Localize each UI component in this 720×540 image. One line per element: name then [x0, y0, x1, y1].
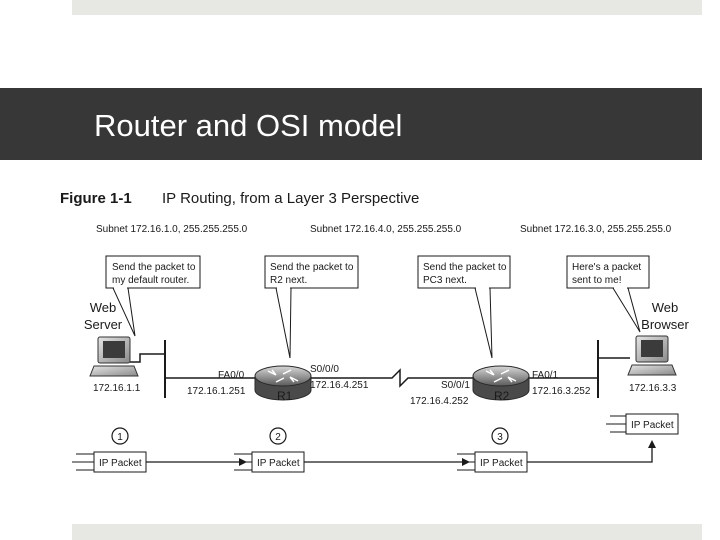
ip-packet-1-label: IP Packet [99, 458, 142, 469]
callout-r2-line-1: Send the packet to [423, 262, 507, 273]
r2-if-right: FA0/1 [532, 370, 559, 381]
bottom-decor-strip [72, 524, 702, 540]
ip-packet-2: IP Packet [230, 451, 305, 473]
web-browser-pc-icon [627, 335, 677, 376]
callout-r2-line-2: PC3 next. [423, 275, 467, 286]
web-server-ip: 172.16.1.1 [93, 383, 141, 394]
callout-r1-line-2: R2 next. [270, 275, 307, 286]
subnet-label-1: Subnet 172.16.1.0, 255.255.255.0 [96, 224, 248, 235]
ip-packet-3: IP Packet [453, 451, 528, 473]
step-1-number: 1 [117, 432, 123, 443]
web-browser-ip: 172.16.3.3 [629, 383, 677, 394]
callout-browser: Here's a packet sent to me! [566, 255, 650, 333]
callout-web-server-line-2: my default router. [112, 275, 189, 286]
callout-r2: Send the packet to PC3 next. [417, 255, 511, 359]
web-browser-label-2: Browser [641, 317, 689, 332]
title-band [0, 88, 702, 160]
callout-web-server-line-1: Send the packet to [112, 262, 196, 273]
step-3-marker: 3 [491, 427, 509, 445]
router-r1-name: R1 [277, 389, 293, 403]
ip-packet-1: IP Packet [72, 451, 147, 473]
flow-arrow-3 [527, 442, 653, 463]
step-2-number: 2 [275, 432, 281, 443]
ip-packet-2-label: IP Packet [257, 458, 300, 469]
flow-arrow-3-head [648, 440, 656, 448]
router-r2-icon [472, 365, 530, 401]
server-drop-cable [130, 353, 165, 363]
top-decor-strip [72, 0, 702, 15]
web-browser-label-1: Web [652, 300, 679, 315]
callout-browser-line-1: Here's a packet [572, 262, 641, 273]
callout-browser-line-2: sent to me! [572, 275, 621, 286]
step-2-marker: 2 [269, 427, 287, 445]
callout-web-server: Send the packet to my default router. [105, 255, 201, 337]
ip-packet-4: IP Packet [606, 413, 679, 435]
routing-figure: Figure 1-1 IP Routing, from a Layer 3 Pe… [60, 190, 690, 473]
web-server-label-1: Web [90, 300, 117, 315]
callout-r1-line-1: Send the packet to [270, 262, 354, 273]
r1-ip-right: 172.16.4.251 [310, 380, 369, 391]
step-1-marker: 1 [111, 427, 129, 445]
serial-link [307, 368, 478, 388]
ip-packet-3-label: IP Packet [480, 458, 523, 469]
router-r2-name: R2 [494, 389, 510, 403]
r2-ip-left: 172.16.4.252 [410, 396, 469, 407]
callout-r1: Send the packet to R2 next. [264, 255, 359, 359]
step-3-number: 3 [497, 432, 503, 443]
r1-ip-left: 172.16.1.251 [187, 386, 246, 397]
router-r1-icon [254, 365, 312, 401]
ip-packet-4-label: IP Packet [631, 420, 674, 431]
figure-number: Figure 1-1 [60, 190, 132, 207]
subnet-label-3: Subnet 172.16.3.0, 255.255.255.0 [520, 224, 672, 235]
r1-if-right: S0/0/0 [310, 364, 339, 375]
web-server-pc-icon [89, 336, 139, 377]
r1-if-left: FA0/0 [218, 370, 245, 381]
figure-caption: IP Routing, from a Layer 3 Perspective [162, 190, 419, 207]
r2-ip-right: 172.16.3.252 [532, 386, 591, 397]
web-server-label-2: Server [84, 317, 123, 332]
r2-if-left: S0/0/1 [441, 380, 470, 391]
slide-title: Router and OSI model [94, 108, 403, 143]
subnet-label-2: Subnet 172.16.4.0, 255.255.255.0 [310, 224, 462, 235]
